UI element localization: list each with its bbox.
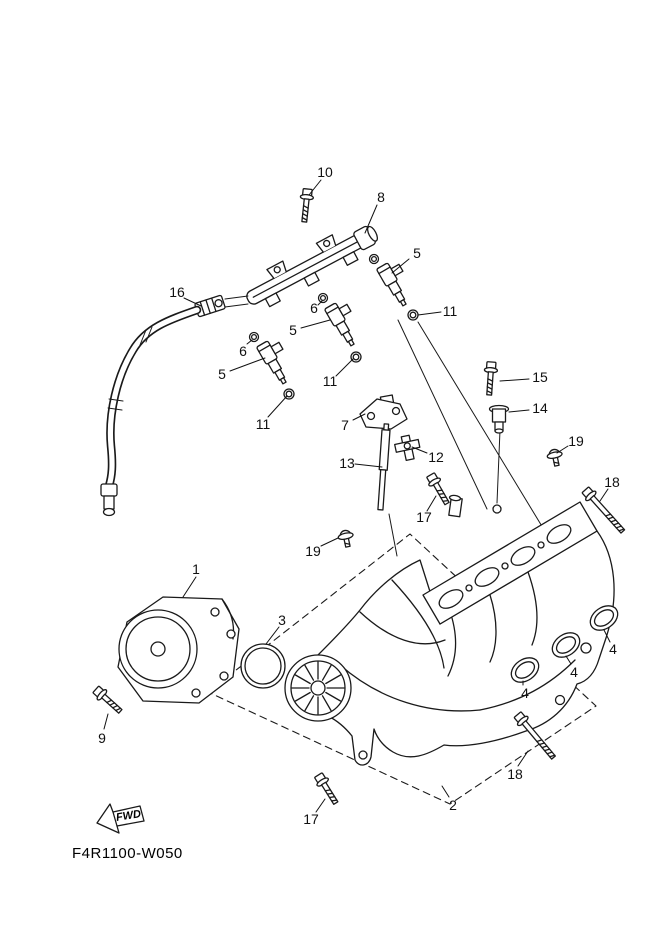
callout-1: 1 [192, 561, 200, 577]
fuel-hose [100, 294, 226, 517]
fwd-indicator: FWD [96, 803, 145, 834]
sensor-12 [394, 434, 421, 462]
callout-2: 2 [449, 797, 457, 813]
callout-11: 11 [256, 416, 271, 432]
bolt-17 [424, 471, 454, 508]
callout-16: 16 [169, 284, 185, 300]
callout-6: 6 [239, 343, 247, 359]
callout-15: 15 [532, 369, 548, 385]
stem-13 [377, 423, 391, 511]
callout-13: 13 [339, 455, 355, 471]
callout-8: 8 [377, 189, 385, 205]
callout-5: 5 [218, 366, 226, 382]
callout-labels: 10 8 5 16 11 6 5 6 5 11 11 15 14 7 19 13… [98, 164, 620, 827]
fuel-rail [224, 225, 379, 308]
bolt-15 [482, 360, 499, 397]
callout-5: 5 [289, 322, 297, 338]
callout-4: 4 [609, 641, 617, 657]
callout-6: 6 [310, 300, 318, 316]
callout-3: 3 [278, 612, 286, 628]
assembly-lines [388, 319, 544, 557]
manifold-inlet-flange [284, 654, 352, 722]
callout-19: 19 [568, 433, 584, 449]
bolt-10 [297, 187, 315, 224]
screw-19 [545, 447, 565, 468]
diagram-code: F4R1100-W050 [72, 845, 183, 862]
callout-4: 4 [570, 664, 578, 680]
callout-11: 11 [443, 303, 458, 319]
callout-9: 9 [98, 730, 106, 746]
throttle-body [117, 596, 240, 704]
hose-end-connector [100, 483, 118, 517]
throttle-oring [240, 643, 286, 689]
injector [323, 297, 367, 349]
bolt-9 [90, 683, 126, 717]
injector [375, 257, 419, 309]
callout-12: 12 [428, 449, 444, 465]
screw-19 [336, 528, 356, 549]
manifold-port-flange [422, 501, 598, 625]
callout-17: 17 [303, 811, 319, 827]
callout-11: 11 [323, 373, 338, 389]
callout-18: 18 [507, 766, 523, 782]
callout-4: 4 [521, 685, 529, 701]
sensor-7 [359, 394, 408, 430]
callout-10: 10 [317, 164, 333, 180]
callout-17: 17 [416, 509, 432, 525]
injector [255, 335, 299, 387]
manifold-orings [510, 605, 619, 683]
leader-lines [103, 179, 611, 813]
callout-14: 14 [532, 400, 548, 416]
fwd-label: FWD [115, 808, 142, 824]
callout-7: 7 [341, 417, 349, 433]
assembly-boundary [207, 533, 597, 805]
sensor-14 [488, 404, 510, 434]
bolt-17 [312, 770, 342, 808]
callout-5: 5 [413, 245, 421, 261]
callout-18: 18 [604, 474, 620, 490]
callout-19: 19 [305, 543, 321, 559]
intake-manifold [284, 494, 615, 766]
